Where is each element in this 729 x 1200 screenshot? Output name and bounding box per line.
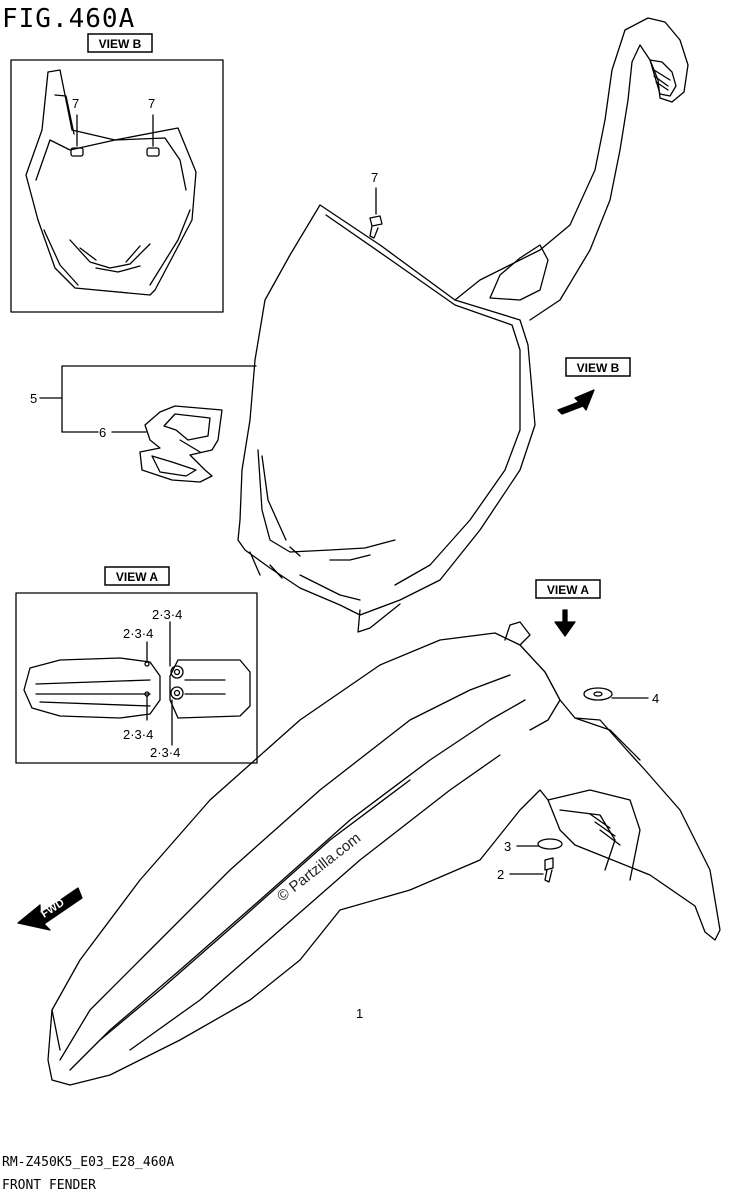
- callout-set-bottom-right: 2·3·4: [150, 745, 180, 760]
- view-b-tag-box: [87, 33, 153, 53]
- view-a-mount-upper: [170, 665, 184, 679]
- callout-7-view-b-right: 7: [148, 96, 155, 111]
- callout-set-top-left: 2·3·4: [123, 626, 153, 641]
- view-a-arrow: [554, 609, 576, 637]
- view-a-tag-2: VIEW A: [547, 583, 590, 597]
- view-b-plate-outline: [25, 69, 197, 296]
- emblem-decal: [139, 405, 223, 483]
- callout-6: 6: [99, 425, 106, 440]
- nut-part: [369, 187, 383, 239]
- view-b-nut-right: [146, 147, 160, 157]
- callout-3: 3: [504, 839, 511, 854]
- view-a-mount-lower: [170, 686, 184, 700]
- view-a-inset: [15, 592, 258, 764]
- cushion-part: [583, 687, 613, 701]
- callout-4: 4: [652, 691, 659, 706]
- watermark: © Partzilla.com: [274, 830, 364, 906]
- view-b-inset: [10, 59, 224, 313]
- view-a-tag: VIEW A: [116, 570, 159, 584]
- callout-7-view-b-left: 7: [72, 96, 79, 111]
- view-b-tag: VIEW B: [99, 37, 142, 51]
- callout-1: 1: [356, 1006, 363, 1021]
- emblem-outline: [139, 405, 223, 483]
- washer-part: [537, 838, 563, 850]
- view-a-tag-box: [104, 566, 170, 586]
- view-b-arrow: [557, 389, 595, 415]
- hardware-parts: [509, 687, 649, 883]
- view-b-nut-left: [70, 147, 84, 157]
- callout-2: 2: [497, 867, 504, 882]
- view-a-fender-front: [169, 659, 251, 719]
- view-b-tag-2: VIEW B: [577, 361, 620, 375]
- view-a-fender-rear: [23, 657, 161, 719]
- figure-name: FRONT FENDER: [2, 1178, 96, 1193]
- view-b-tag-box-2: [565, 357, 631, 377]
- number-plate: [237, 17, 689, 633]
- callout-set-bottom-left: 2·3·4: [123, 727, 153, 742]
- fwd-arrow: [17, 887, 83, 931]
- view-a-tag-box-2: [535, 579, 601, 599]
- number-plate-outline: [237, 204, 536, 616]
- front-fender: [47, 621, 721, 1086]
- callout-set-top-right: 2·3·4: [152, 607, 182, 622]
- front-fender-outline: [47, 632, 721, 1086]
- figure-code: RM-Z450K5_E03_E28_460A: [2, 1155, 175, 1170]
- callout-5: 5: [30, 391, 37, 406]
- bolt-part: [544, 857, 554, 871]
- leader-lines: [39, 365, 257, 433]
- figure-title: FIG.460A: [2, 4, 136, 34]
- view-a-frame: [15, 592, 258, 764]
- number-plate-arm: [454, 17, 689, 321]
- callout-7: 7: [371, 170, 378, 185]
- fender-stud: [504, 621, 531, 646]
- view-b-frame: [10, 59, 224, 313]
- view-arrows: [554, 389, 595, 637]
